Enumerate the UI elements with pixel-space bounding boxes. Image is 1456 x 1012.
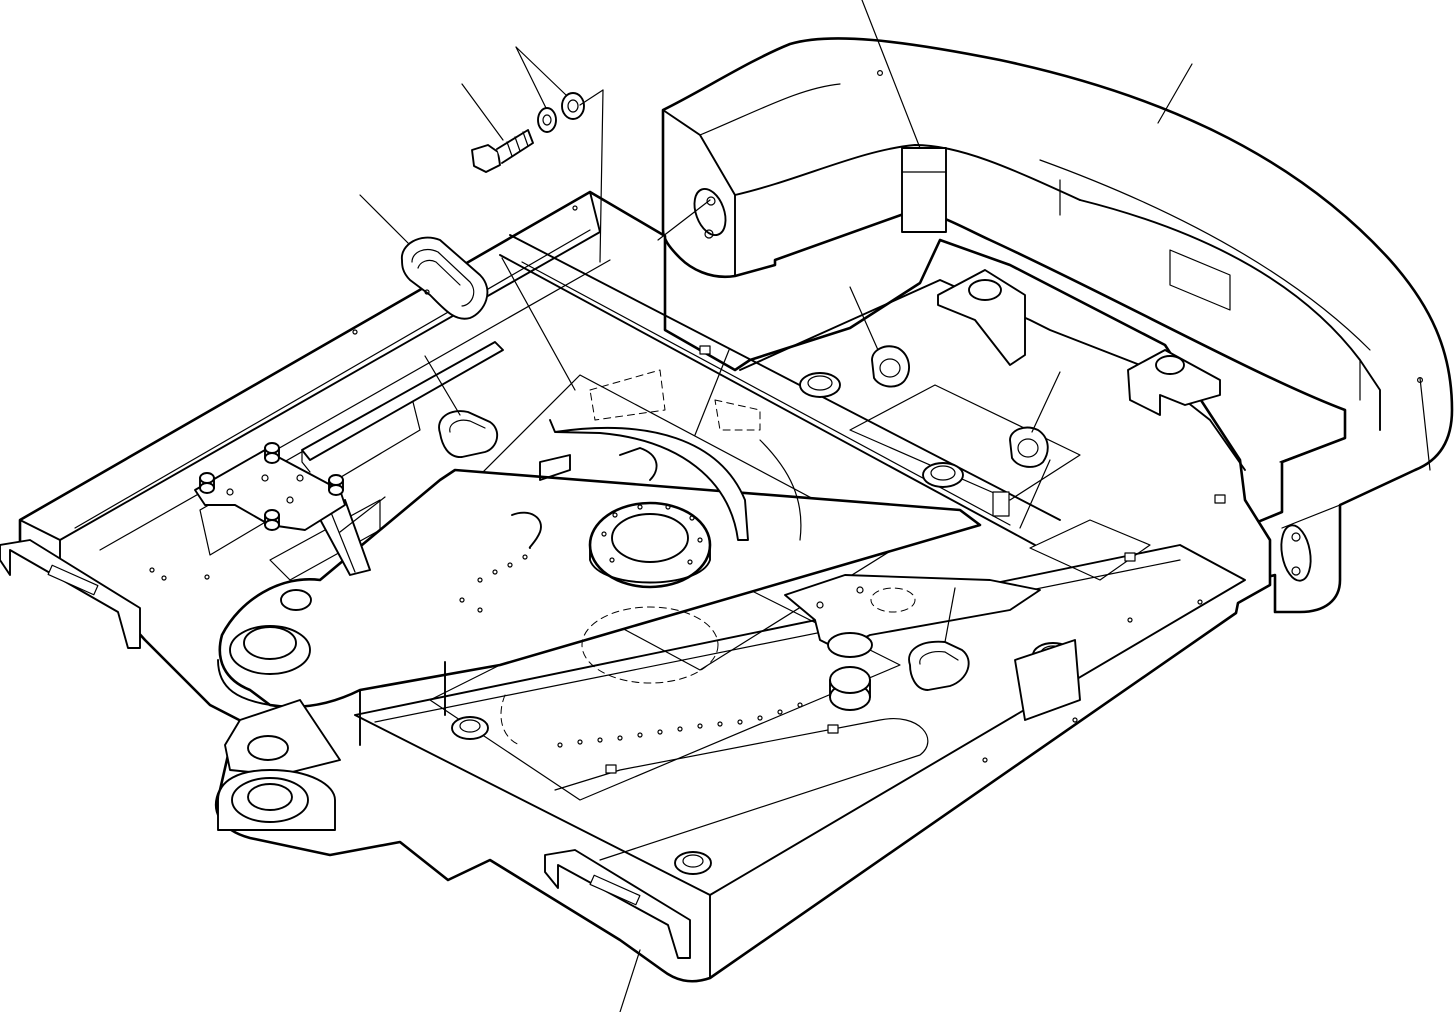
rubber-mount-3 [908, 640, 970, 691]
boss-2 [922, 462, 964, 488]
step-left [0, 539, 141, 649]
boss-7 [829, 666, 871, 711]
label-plate [901, 147, 947, 233]
stud-1 [199, 472, 215, 494]
counterweight [661, 37, 1454, 614]
leader-washer-2 [515, 46, 567, 96]
leader-cover-plate [339, 496, 386, 533]
hose-clip-row [605, 345, 1226, 774]
stud-3 [328, 474, 344, 496]
step-front [544, 849, 691, 959]
leader-rubber-mount-3 [944, 587, 956, 643]
swing-circle-hidden [500, 369, 761, 746]
counterweight-lug-right [1280, 524, 1312, 582]
corner-bracket-rear-right [937, 269, 1026, 366]
leader-washer-1 [515, 46, 547, 109]
leader-counterweight [1157, 63, 1193, 124]
boss-5 [451, 716, 489, 740]
leader-rubber-mount-2 [424, 355, 461, 416]
stud-2 [264, 442, 280, 464]
flat-bar [301, 341, 504, 473]
leader-arc-plate [694, 349, 730, 436]
hose-clamp-1 [511, 447, 658, 549]
leader-frame [619, 949, 641, 1012]
leader-center-beam [501, 257, 576, 391]
leader-bolt [461, 83, 504, 141]
boss-6 [674, 851, 712, 875]
leader-lug-vertical [599, 89, 604, 263]
rubber-mount-4 [871, 345, 910, 388]
counterweight-lug-left [693, 187, 727, 239]
bolt [471, 129, 534, 173]
boss-3 [799, 372, 841, 398]
washer-1 [537, 107, 557, 133]
corner-bracket-front-right [1014, 639, 1081, 721]
leader-lug [657, 199, 711, 241]
right-bracket-plate [784, 574, 1041, 658]
stud-4 [264, 509, 280, 531]
leader-rubber-mount-4 [849, 286, 879, 351]
cover-plate [194, 442, 346, 531]
leader-lug-horizontal [579, 89, 604, 106]
callout-leaders [339, 0, 1193, 1012]
hole-row [149, 205, 1203, 763]
hose-clamp-2 [539, 454, 571, 481]
swivel-joint-flange [588, 501, 712, 589]
corner-bracket-right [1127, 349, 1221, 416]
leader-clip [1019, 459, 1051, 529]
swing-bracket [217, 468, 982, 831]
leader-rubber-mount-5 [1031, 371, 1061, 433]
washer-2 [561, 92, 585, 120]
rubber-mount-2 [438, 410, 499, 458]
leader-rubber-mount-1 [359, 194, 409, 244]
arc-plate [549, 419, 802, 541]
rubber-mount-5 [1009, 426, 1049, 468]
rubber-mount-1 [401, 236, 489, 320]
leader-label-plate [861, 0, 921, 149]
